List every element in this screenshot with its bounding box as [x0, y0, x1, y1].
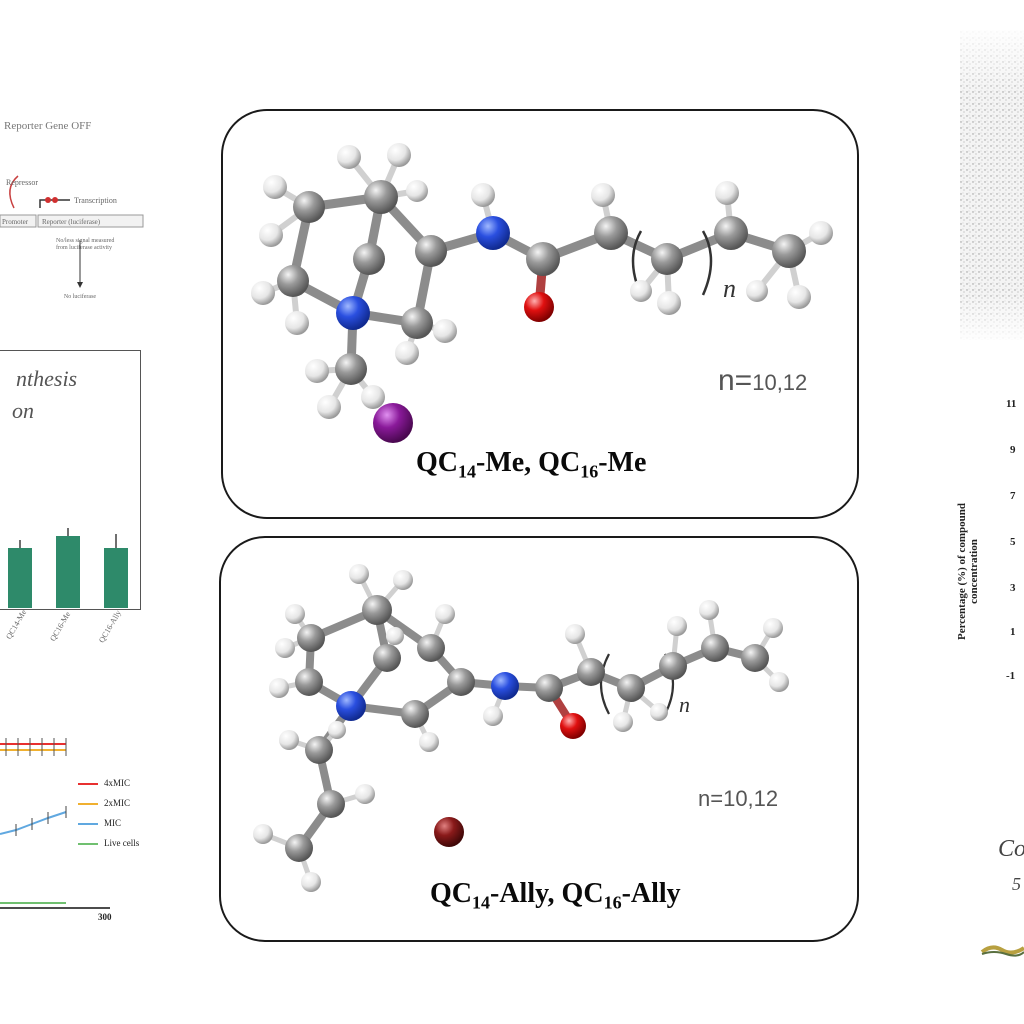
n-value-label-bottom: n=10,12	[698, 786, 779, 811]
noise-micrograph	[960, 30, 1024, 340]
bar-chart-frame	[0, 350, 141, 610]
x-tick-300: 300	[98, 912, 112, 922]
y-tick: 5	[1010, 536, 1016, 548]
y-tick: 3	[1010, 582, 1016, 594]
y-tick: 1	[1010, 626, 1016, 638]
y-tick: 9	[1010, 444, 1016, 456]
n-value-label-top: n=10,12	[718, 364, 808, 397]
legend-2xmic: 2xMIC	[104, 798, 131, 808]
legend-mic: MIC	[104, 818, 122, 828]
reporter-box	[37, 214, 144, 228]
promoter-label: Promoter	[2, 218, 29, 226]
block-mark	[45, 197, 51, 203]
repressor-arrow	[9, 175, 19, 209]
reporter-title: Reporter Gene OFF	[4, 120, 92, 132]
partial-label-co: Co	[998, 836, 1024, 862]
y-axis-title: Percentage (%) of compound concentration	[956, 503, 980, 640]
bar-chart-bars	[8, 528, 128, 608]
legend-4xmic: 4xMIC	[104, 778, 131, 788]
transcription-label: Transcription	[74, 196, 117, 205]
no-signal-label: No/less signal measured from luciferase …	[56, 238, 115, 251]
bar-label: QC16-Me	[48, 610, 73, 643]
iodide-ion	[373, 403, 413, 443]
down-arrowhead	[77, 282, 83, 288]
bar	[104, 548, 128, 608]
repressor-label: Repressor	[6, 178, 38, 187]
bar	[56, 536, 80, 608]
ribbon-fragment	[980, 945, 1024, 957]
left-strip: Reporter Gene OFF Repressor Transcriptio…	[0, 0, 160, 1024]
bromide-ion	[434, 817, 464, 847]
legend-live-cells: Live cells	[104, 838, 140, 848]
promoter-box	[0, 214, 37, 228]
svg-text:n: n	[723, 274, 736, 303]
bar-label: QC16-Ally	[97, 608, 123, 645]
caption-qc-ally: QC14-Ally, QC16-Ally	[430, 878, 681, 913]
molecule-qc-ally: n	[253, 564, 789, 892]
caption-qc-me: QC14-Me, QC16-Me	[416, 447, 647, 482]
transcription-arrow	[39, 199, 70, 208]
right-strip: Percentage (%) of compound concentration…	[940, 0, 1024, 1024]
reporter-schematic	[0, 175, 144, 288]
bar-label: QC14-Me	[4, 608, 29, 641]
block-mark	[52, 197, 58, 203]
kill-curve	[0, 738, 110, 909]
y-tick: 7	[1010, 490, 1016, 502]
no-luciferase-label: No luciferase	[63, 294, 97, 300]
synthesis-label-line2: on	[12, 398, 34, 423]
svg-text:n: n	[679, 692, 690, 717]
y-tick: 11	[1006, 398, 1017, 410]
molecule-qc-me: n	[251, 143, 833, 443]
synthesis-label-line1: nthesis	[16, 366, 78, 391]
y-tick: -1	[1006, 670, 1016, 682]
reporter-box-label: Reporter (luciferase)	[42, 218, 101, 226]
partial-label-5: 5	[1012, 874, 1021, 894]
bar	[8, 548, 32, 608]
